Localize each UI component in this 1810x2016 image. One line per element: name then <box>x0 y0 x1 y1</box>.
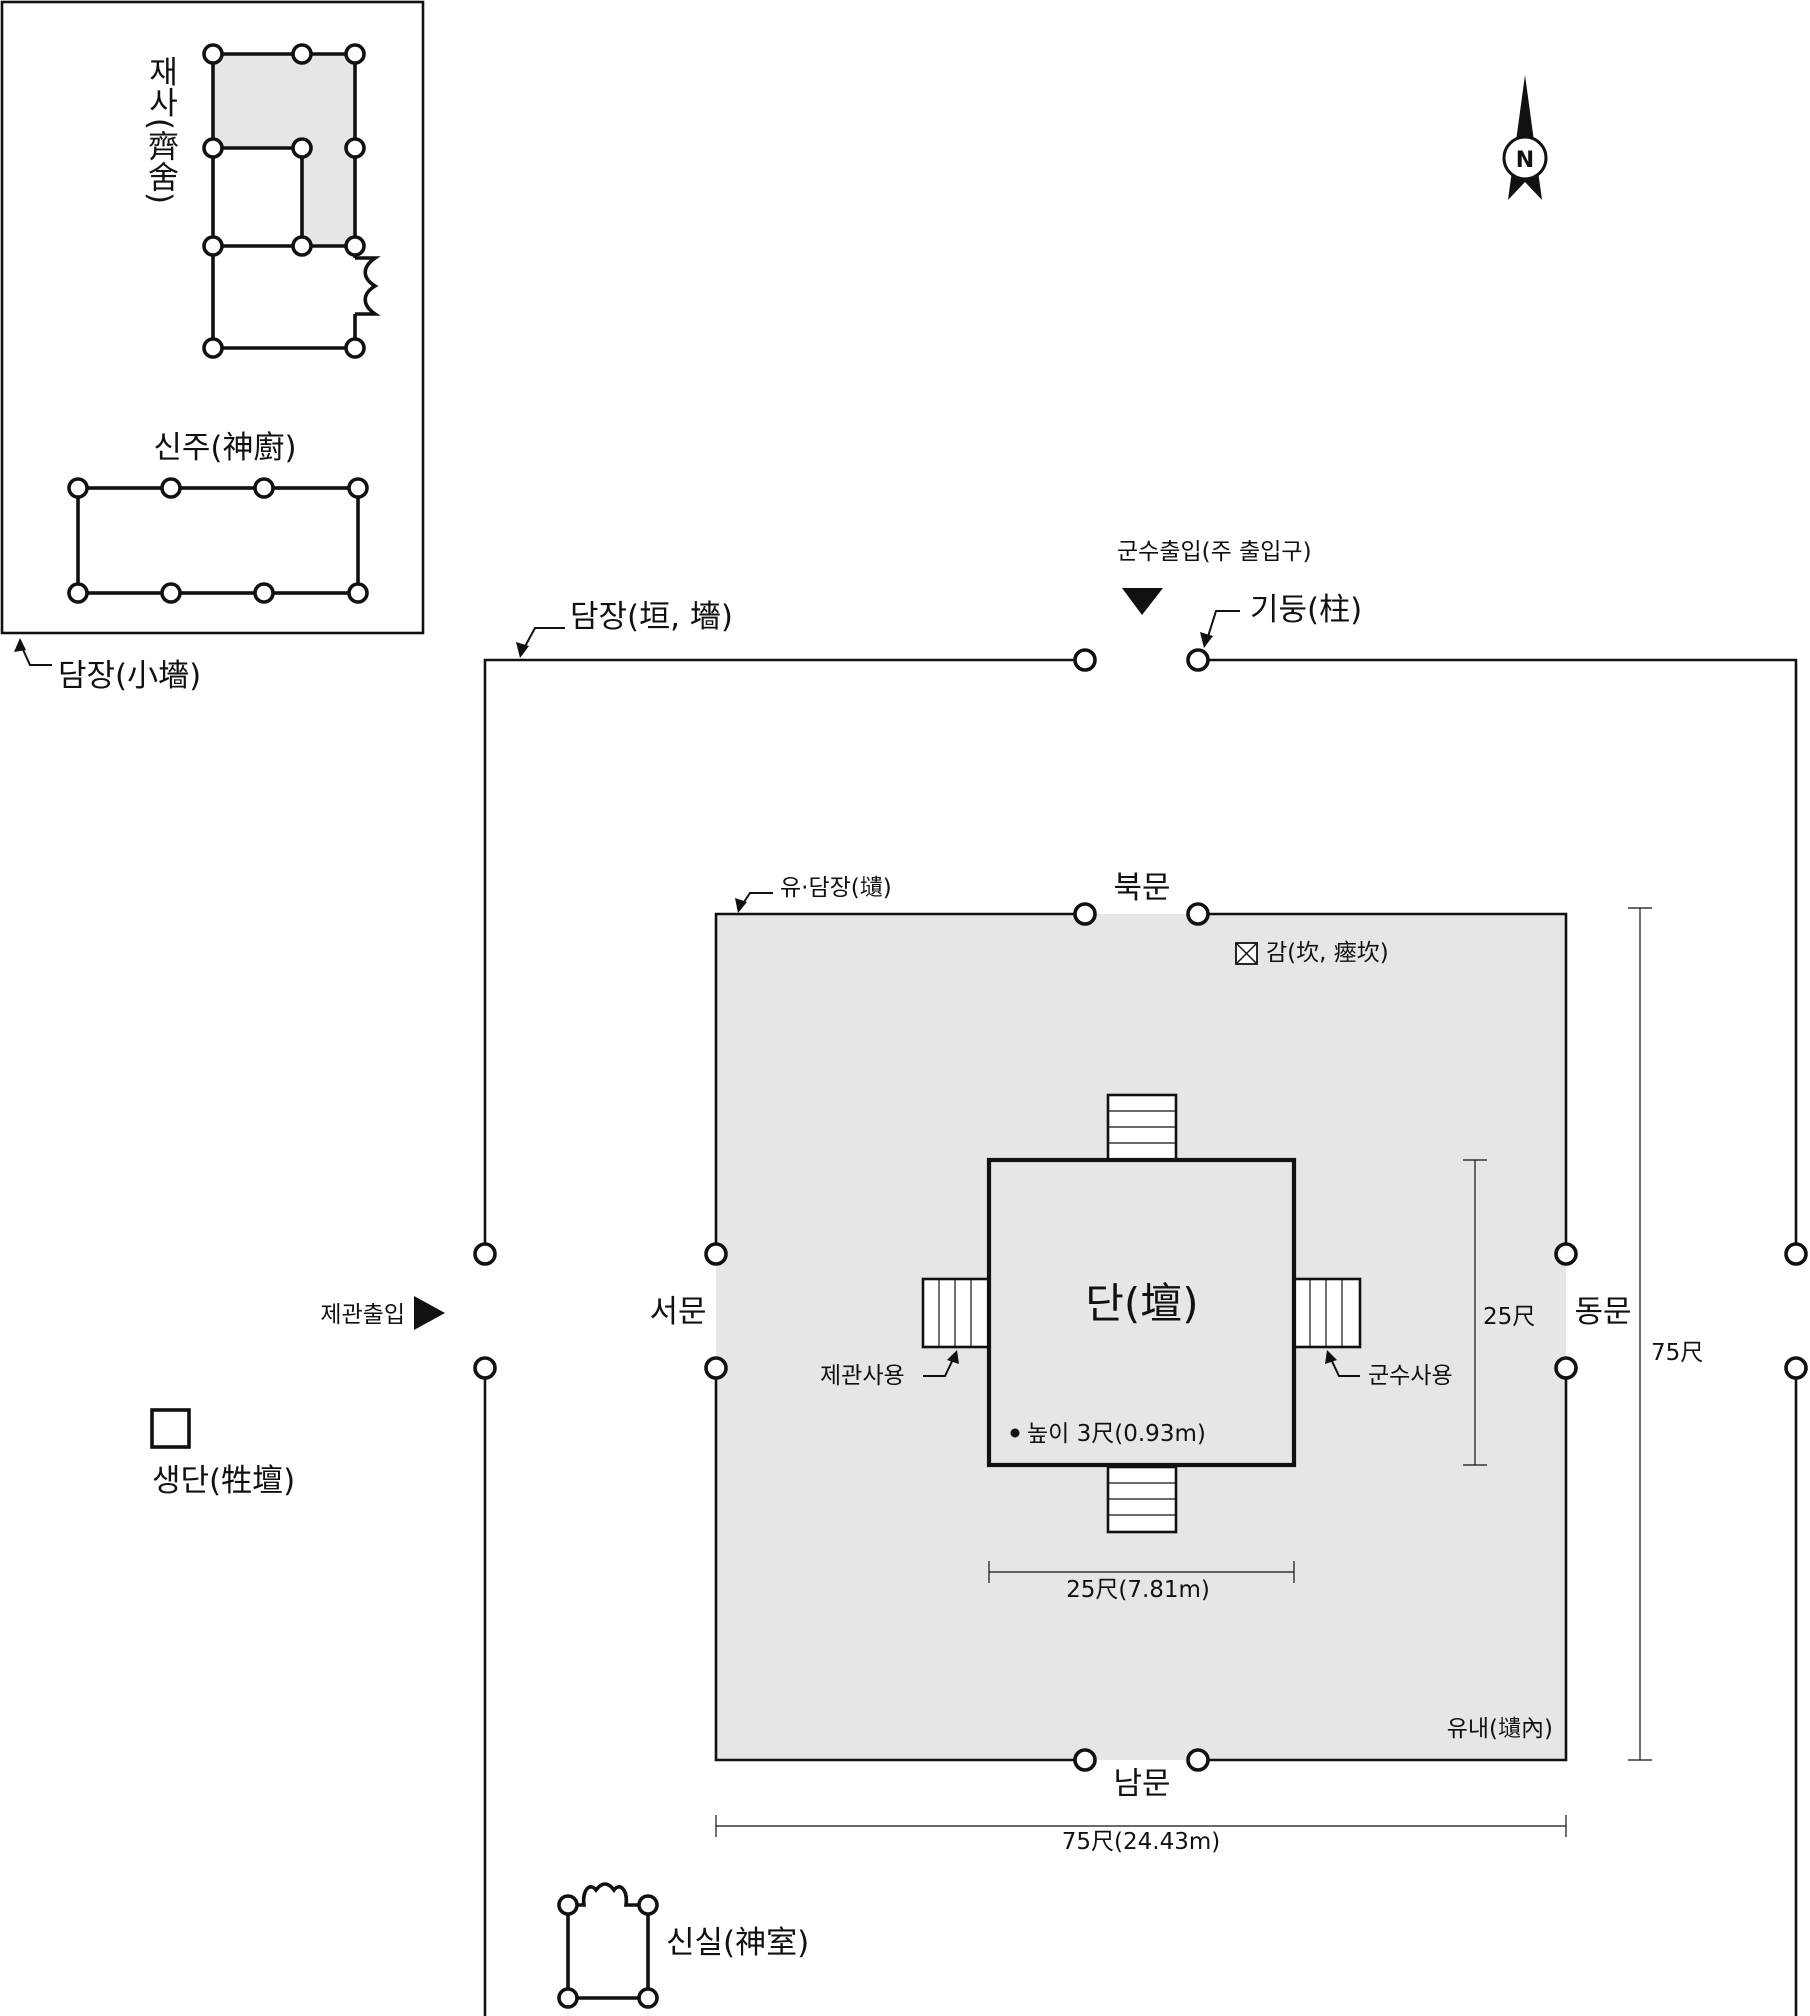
compass-n-label: N <box>1516 148 1534 173</box>
main-entrance-label: 군수출입(주 출입구) <box>1117 539 1312 565</box>
inner-wall <box>704 902 1578 1772</box>
north-arrow-icon: N <box>1502 75 1548 200</box>
damjang-outer-label: 담장(垣, 墻) <box>570 599 733 635</box>
leader-arrowhead-icon <box>735 898 747 913</box>
leader-arrowhead-icon <box>516 642 529 658</box>
sinju-label: 신주(神廚) <box>153 430 296 466</box>
dim-75-vertical <box>1628 907 1652 1761</box>
west-stair <box>921 1277 991 1349</box>
dim-25-side-label: 25尺 <box>1483 1304 1535 1330</box>
dim-25-horizontal <box>988 1561 1295 1583</box>
sinsil-building <box>557 1882 659 2009</box>
east-stair <box>1292 1277 1362 1349</box>
yunae-label: 유내(壝內) <box>1447 1716 1553 1742</box>
dim-75-bottom-label: 75尺(24.43m) <box>1062 1829 1220 1855</box>
gam-label: 감(坎, 瘞坎) <box>1266 940 1389 966</box>
officiant-use-leader <box>923 1354 956 1377</box>
dim-75-horizontal <box>715 1815 1567 1837</box>
bullet-icon <box>1010 1428 1020 1438</box>
dim-25-bottom-label: 25尺(7.81m) <box>1066 1577 1210 1603</box>
north-gate-label: 북문 <box>1113 870 1170 906</box>
dim-75-side-label: 75尺 <box>1651 1340 1703 1366</box>
jaesa-building <box>202 43 381 359</box>
jaesa-label: 재사(齊舍) <box>142 56 178 204</box>
leader-arrowhead-icon <box>947 1350 959 1364</box>
outer-wall-leader <box>521 627 565 653</box>
sinsil-label: 신실(神室) <box>666 1925 809 1961</box>
saengdan-label: 생단(牲壇) <box>152 1463 295 1499</box>
governor-use-leader <box>1328 1354 1360 1377</box>
altar <box>921 1093 1362 1534</box>
governor-use-label: 군수사용 <box>1368 1363 1453 1389</box>
annex-wall <box>0 0 425 635</box>
leader-arrowhead-icon <box>1325 1350 1337 1364</box>
altar-platform <box>986 1157 1297 1468</box>
saengdan-square <box>150 1408 191 1449</box>
leader-arrowhead-icon <box>14 638 26 652</box>
gidung-leader <box>1205 610 1240 644</box>
east-gate-label: 동문 <box>1574 1294 1631 1330</box>
annex-wall-leader <box>19 642 52 666</box>
height-label: 높이 3尺(0.93m) <box>1027 1421 1206 1447</box>
inner-yard <box>716 914 1566 1760</box>
main-entrance-triangle-icon <box>1122 588 1163 615</box>
damjang-small-label: 담장(小墻) <box>58 658 201 694</box>
officiant-entrance-triangle-icon <box>414 1296 445 1330</box>
south-gate-label: 남문 <box>1113 1766 1170 1802</box>
leader-arrowhead-icon <box>1200 632 1213 648</box>
yu-wall-leader <box>739 892 773 909</box>
officiant-entrance-label: 제관출입 <box>320 1302 405 1328</box>
jaesa-shaded-area <box>213 54 355 246</box>
jaesa-door-icon <box>355 256 381 316</box>
officiant-use-label: 제관사용 <box>820 1363 905 1389</box>
west-gate-label: 서문 <box>649 1294 706 1330</box>
sinju-building <box>67 477 369 604</box>
yu-damjang-label: 유·담장(壝) <box>780 875 892 901</box>
dim-25-vertical <box>1463 1159 1487 1466</box>
gidung-label: 기둥(柱) <box>1250 592 1362 628</box>
crossed-box-icon <box>1235 942 1258 965</box>
outer-wall <box>473 648 1808 2016</box>
altar-label: 단(壇) <box>1085 1279 1198 1328</box>
